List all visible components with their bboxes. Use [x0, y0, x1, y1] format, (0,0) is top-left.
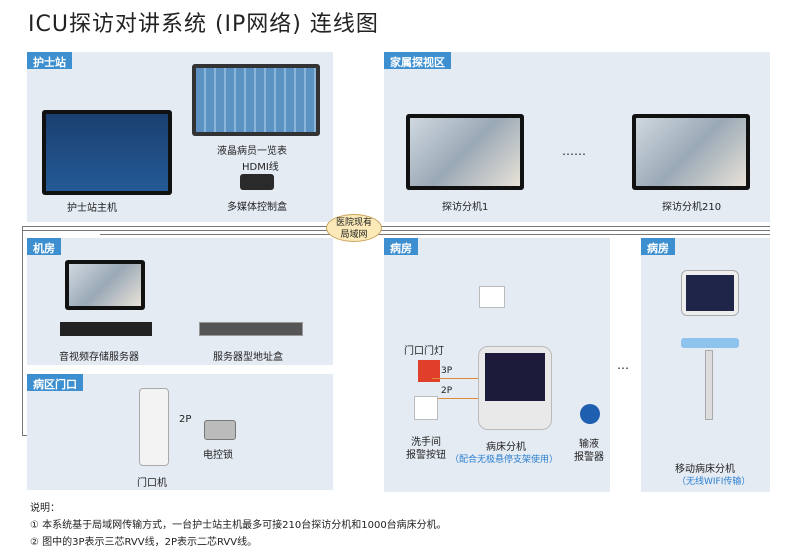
suspension-arm [479, 286, 505, 308]
iv-label: 输液报警器 [574, 438, 604, 464]
washroom-label: 洗手间报警按钮 [406, 436, 446, 462]
ellipsis: …… [562, 144, 586, 158]
mobile-unit-note: （无线WIFI传输） [677, 477, 751, 487]
lock-wire-label: 2P [179, 414, 192, 425]
lcd-list-label: 液晶病员一览表 [217, 146, 287, 157]
zone-entrance: 病区门口 门口机 2P 电控锁 [27, 374, 333, 490]
zone-server-room: 机房 音视频存储服务器 服务器型地址盒 [27, 238, 333, 365]
wire-2p-label: 2P [441, 386, 453, 396]
washroom-label-2: 报警按钮 [406, 450, 446, 461]
zone-label: 家属探视区 [384, 52, 451, 69]
ellipsis: … [617, 358, 629, 372]
lan-line [22, 230, 770, 231]
door-light [418, 360, 440, 382]
lan-line [22, 226, 23, 436]
zone-label: 病房 [384, 238, 418, 255]
notes-heading: 说明： [30, 503, 60, 514]
iv-alarm [580, 404, 600, 424]
bedside-unit [478, 346, 552, 430]
lan-line [22, 226, 770, 227]
av-storage-server [60, 322, 152, 336]
monitor [65, 260, 145, 310]
media-box [240, 174, 274, 190]
zone-ward: 病房 门口门灯 3P 2P 洗手间报警按钮 病床分机 （配合无极悬停支架使用） … [384, 238, 610, 492]
av-server-label: 音视频存储服务器 [59, 352, 139, 363]
zone-ward-2: 病房 移动病床分机 （无线WIFI传输） [641, 238, 770, 492]
cart-tray [681, 338, 739, 348]
iv-label-1: 输液 [579, 439, 599, 450]
zone-label: 护士站 [27, 52, 72, 69]
visit-unit-210-screen [632, 114, 750, 190]
hospital-lan-cloud: 医院现有局域网 [326, 214, 382, 242]
mobile-unit-label: 移动病床分机 [675, 464, 735, 475]
visit-unit-1-screen [406, 114, 524, 190]
media-box-label: 多媒体控制盒 [227, 202, 287, 213]
addr-server-label: 服务器型地址盒 [213, 352, 283, 363]
note-item: ② 图中的3P表示三芯RVV线，2P表示二芯RVV线。 [30, 537, 258, 548]
bed-unit-label: 病床分机 [486, 442, 526, 453]
cart-pole [705, 350, 713, 420]
page-title: ICU探访对讲系统 (IP网络) 连线图 [28, 12, 379, 37]
notes: 说明： ① 本系统基于局域网传输方式，一台护士站主机最多可接210台探访分机和1… [30, 500, 447, 551]
bed-unit-note: （配合无极悬停支架使用） [450, 455, 559, 465]
visit-unit-1-label: 探访分机1 [442, 202, 489, 213]
zone-nurse-station: 护士站 护士站主机 液晶病员一览表 HDMI线 多媒体控制盒 [27, 52, 333, 222]
zone-family-visit: 家属探视区 探访分机1 …… 探访分机210 [384, 52, 770, 222]
iv-label-2: 报警器 [574, 452, 604, 463]
washroom-label-1: 洗手间 [411, 437, 441, 448]
hdmi-label: HDMI线 [242, 162, 279, 173]
door-unit-label: 门口机 [137, 478, 167, 489]
lcd-list-screen [192, 64, 320, 136]
visit-unit-210-label: 探访分机210 [662, 202, 722, 213]
wire-3p-label: 3P [441, 366, 453, 376]
washroom-alarm-button [414, 396, 438, 420]
note-item: ① 本系统基于局域网传输方式，一台护士站主机最多可接210台探访分机和1000台… [30, 520, 447, 531]
wire-3p [432, 378, 478, 379]
lock-label: 电控锁 [203, 450, 233, 461]
zone-label: 机房 [27, 238, 61, 255]
mobile-bed-unit [681, 270, 739, 316]
door-light-label: 门口门灯 [404, 346, 444, 357]
lan-line [100, 234, 770, 235]
door-unit [139, 388, 169, 466]
zone-label: 病房 [641, 238, 675, 255]
address-server [199, 322, 303, 336]
electric-lock [204, 420, 236, 440]
nurse-host-screen [42, 110, 172, 195]
zone-label: 病区门口 [27, 374, 83, 391]
nurse-host-label: 护士站主机 [67, 203, 117, 214]
wire-2p [432, 398, 478, 399]
